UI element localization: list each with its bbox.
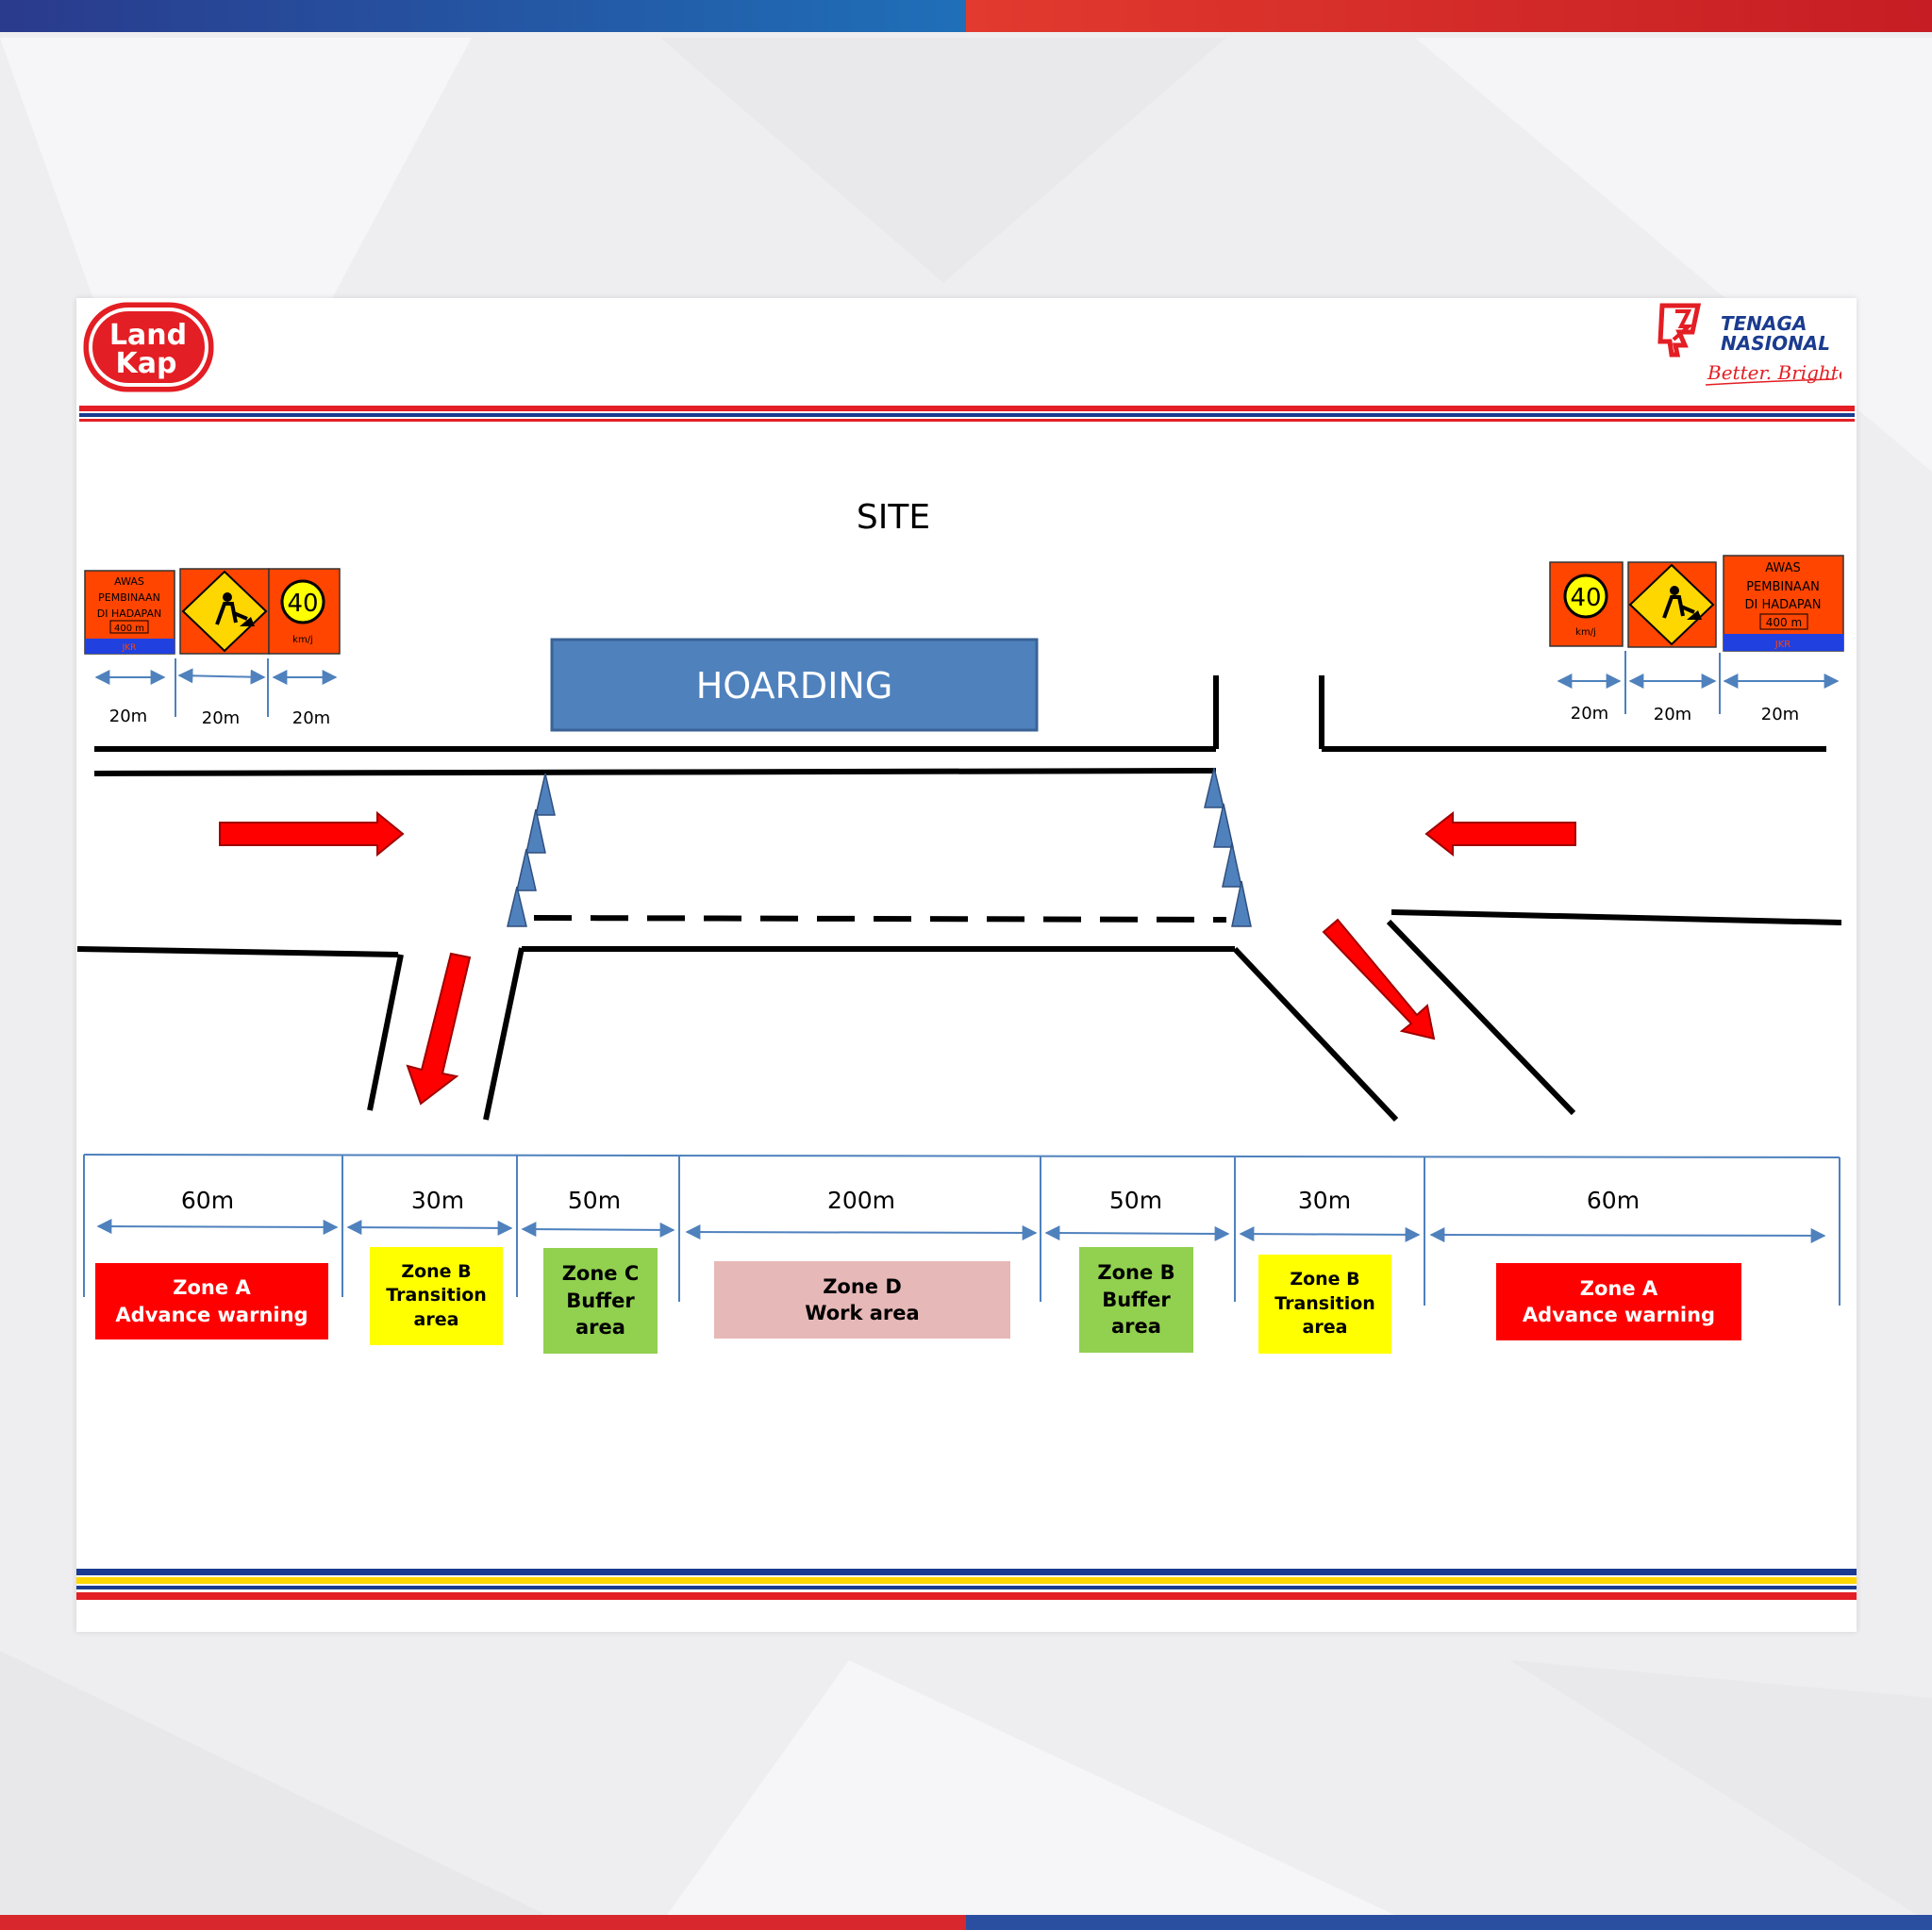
left-roadworks-sign [179, 568, 270, 655]
arrow-down-right-icon [1322, 918, 1436, 1040]
traffic-cones [507, 767, 1252, 927]
bottom-bar-blue [966, 1915, 1932, 1930]
svg-text:Better. Brighter.: Better. Brighter. [1707, 361, 1841, 384]
site-label: SITE [857, 498, 930, 537]
svg-text:Land: Land [109, 319, 187, 352]
left-speed-sign: 40 km/j [268, 568, 341, 655]
svg-text:400 m: 400 m [114, 624, 144, 634]
slide [76, 298, 1857, 1632]
left-spacing-2: 20m [202, 708, 240, 728]
left-spacing-3: 20m [292, 708, 330, 728]
svg-text:JKR: JKR [1774, 640, 1791, 650]
zone-box-7: Zone A Advance warning [1496, 1263, 1741, 1340]
zone-box-2: Zone B Transition area [370, 1247, 503, 1345]
distance-label-4: 200m [827, 1187, 895, 1214]
hoarding-label: HOARDING [696, 665, 893, 707]
right-sign-spacing [1557, 651, 1840, 714]
svg-text:AWAS: AWAS [114, 575, 144, 588]
left-spacing-1: 20m [109, 707, 147, 726]
zone-dimension-lines [83, 1154, 1840, 1306]
right-spacing-1: 20m [1571, 704, 1608, 724]
right-spacing-2: 20m [1654, 705, 1691, 724]
top-bar-red [966, 0, 1932, 32]
tenaga-nasional-logo: TENAGA NASIONAL Better. Brighter. [1657, 303, 1841, 386]
top-bar-blue [0, 0, 966, 32]
svg-text:km/j: km/j [292, 635, 313, 645]
svg-text:AWAS: AWAS [1765, 561, 1800, 575]
svg-text:400 m: 400 m [1766, 616, 1802, 629]
zone-box-6: Zone B Transition area [1258, 1255, 1391, 1354]
zone-box-4: Zone D Work area [714, 1261, 1010, 1339]
arrow-right-icon [219, 810, 405, 857]
svg-text:DI HADAPAN: DI HADAPAN [97, 607, 162, 620]
right-speed-sign: 40 km/j [1549, 561, 1624, 647]
right-roadworks-sign [1627, 561, 1717, 648]
landkap-logo: Land Kap [83, 302, 214, 392]
traffic-arrows [219, 810, 1576, 1106]
left-sign-spacing [94, 658, 338, 717]
svg-text:TENAGA: TENAGA [1721, 312, 1807, 335]
distance-label-3: 50m [568, 1187, 621, 1214]
svg-text:40: 40 [1570, 584, 1601, 612]
zone-box-1: Zone A Advance warning [95, 1263, 328, 1339]
arrow-down-left-icon [406, 952, 472, 1106]
right-warning-sign: AWAS PEMBINAAN DI HADAPAN 400 m JKR [1723, 555, 1844, 652]
distance-label-5: 50m [1109, 1187, 1162, 1214]
hoarding-box [550, 638, 1039, 732]
svg-text:DI HADAPAN: DI HADAPAN [1745, 598, 1822, 612]
left-warning-sign: AWAS PEMBINAAN DI HADAPAN 400 m JKR [84, 570, 175, 655]
distance-label-6: 30m [1298, 1187, 1351, 1214]
arrow-left-icon [1424, 810, 1576, 857]
distance-label-7: 60m [1587, 1187, 1640, 1214]
svg-text:km/j: km/j [1575, 627, 1596, 638]
bottom-bar-red [0, 1915, 966, 1930]
distance-label-2: 30m [411, 1187, 464, 1214]
zone-box-3: Zone C Buffer area [543, 1248, 658, 1354]
svg-text:PEMBINAAN: PEMBINAAN [98, 591, 160, 604]
svg-text:Kap: Kap [116, 347, 177, 380]
header-stripes [79, 406, 1855, 422]
distance-label-1: 60m [181, 1187, 234, 1214]
svg-text:PEMBINAAN: PEMBINAAN [1746, 580, 1820, 594]
zone-box-5: Zone B Buffer area [1079, 1247, 1193, 1353]
svg-text:JKR: JKR [122, 643, 137, 653]
svg-text:40: 40 [287, 590, 318, 618]
road-lines [76, 675, 1842, 1123]
footer-stripes [76, 1569, 1857, 1600]
svg-text:NASIONAL: NASIONAL [1721, 332, 1830, 355]
right-spacing-3: 20m [1761, 705, 1799, 724]
